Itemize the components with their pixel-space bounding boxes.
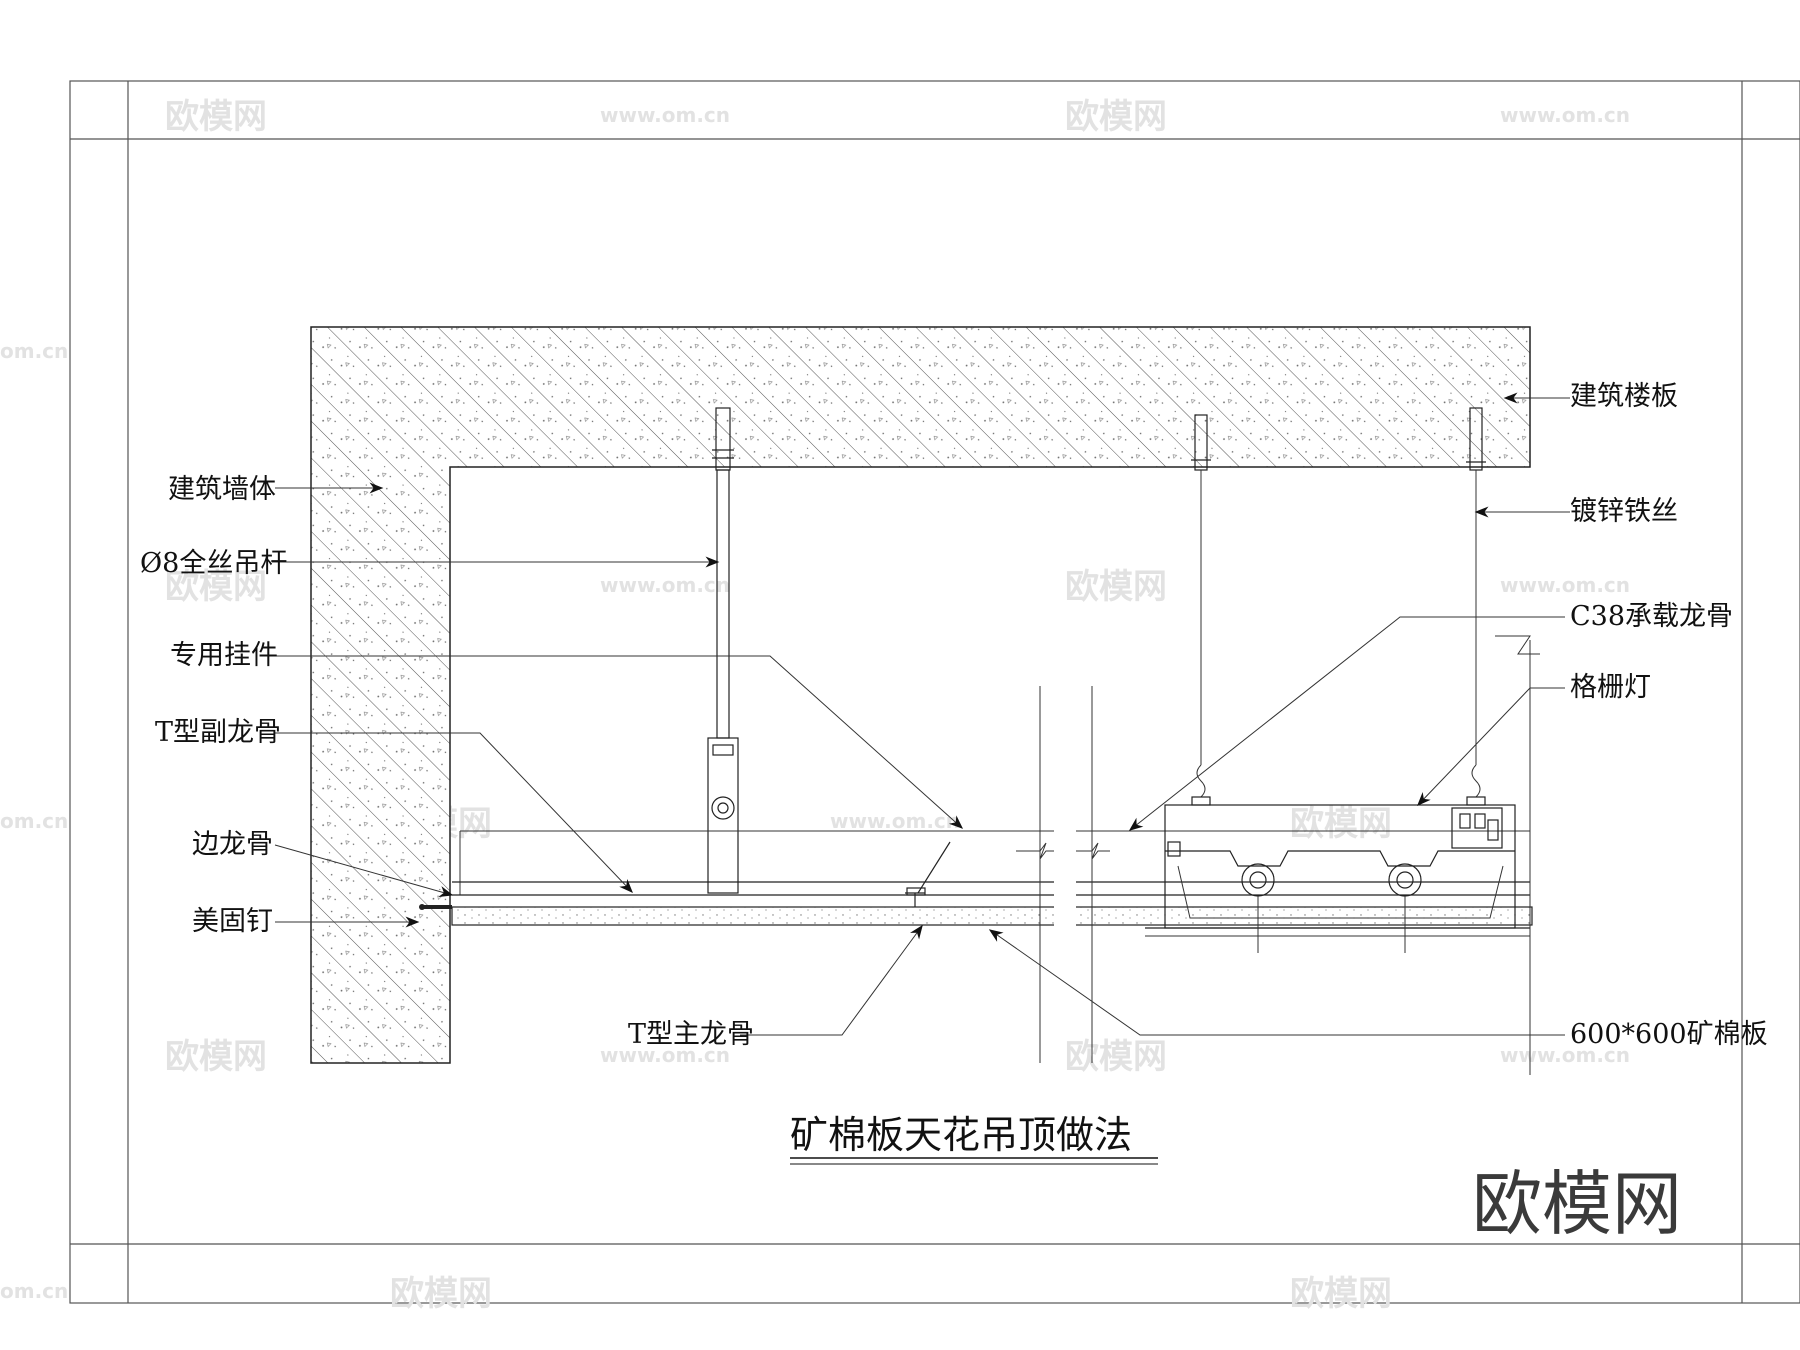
label-c38-keel: C38承载龙骨 [1570, 601, 1733, 632]
watermark-url-short: om.cn [0, 339, 68, 363]
label-edge-keel: 边龙骨 [192, 829, 273, 860]
concrete-wall-and-slab [310, 326, 1531, 1064]
label-board: 600*600矿棉板 [1570, 1019, 1768, 1050]
watermark-brand: 欧模网 [165, 567, 267, 607]
leader-lines [272, 392, 1570, 1036]
label-grille-light: 格栅灯 [1570, 672, 1651, 703]
watermark-brand: 欧模网 [1290, 1274, 1392, 1314]
galvanized-wire-2 [1191, 414, 1211, 806]
watermark-url-short: om.cn [0, 1279, 68, 1303]
watermark-url: www.om.cn [600, 103, 730, 127]
label-t-sub-keel: T型副龙骨 [155, 717, 281, 748]
threaded-rod-1 [707, 407, 739, 894]
watermark-url: www.om.cn [600, 573, 730, 597]
label-rod: Ø8全丝吊杆 [140, 548, 287, 579]
drawing-frame [69, 80, 1800, 1304]
watermark-url: www.om.cn [1500, 1043, 1630, 1067]
watermark-brand: 欧模网 [1065, 567, 1167, 607]
label-t-main-keel: T型主龙骨 [628, 1019, 754, 1050]
break-lines [1016, 686, 1110, 1063]
watermark-brand: 欧模网 [390, 1274, 492, 1314]
watermark-url-short: om.cn [0, 809, 68, 833]
title-text: 矿棉板天花吊顶做法 [790, 1113, 1132, 1157]
watermark-url: www.om.cn [830, 809, 960, 833]
watermark-brand: 欧模网 [165, 97, 267, 137]
label-nail: 美固钉 [192, 906, 273, 937]
label-wire: 镀锌铁丝 [1570, 496, 1678, 527]
label-slab: 建筑楼板 [1570, 381, 1678, 412]
label-hanger: 专用挂件 [170, 640, 278, 671]
watermark-brand: 欧模网 [1290, 804, 1392, 844]
watermark-brand: 欧模网 [1065, 97, 1167, 137]
drawing-title: 矿棉板天花吊顶做法 [790, 1113, 1158, 1165]
watermark-url: www.om.cn [1500, 103, 1630, 127]
grille-light [1145, 635, 1540, 1075]
watermark-brand: 欧模网 [165, 1037, 267, 1077]
watermark-brand: 欧模网 [1065, 1037, 1167, 1077]
watermark-url: www.om.cn [600, 1043, 730, 1067]
watermark-url: www.om.cn [1500, 573, 1630, 597]
labels: 建筑墙体 建筑楼板 Ø8全丝吊杆 镀锌铁丝 专用挂件 C38承载龙骨 T型副龙骨… [140, 381, 1768, 1050]
label-wall: 建筑墙体 [168, 474, 276, 505]
ceiling-keels [419, 830, 1533, 926]
brand-logo: 欧模网 [1472, 1163, 1682, 1245]
